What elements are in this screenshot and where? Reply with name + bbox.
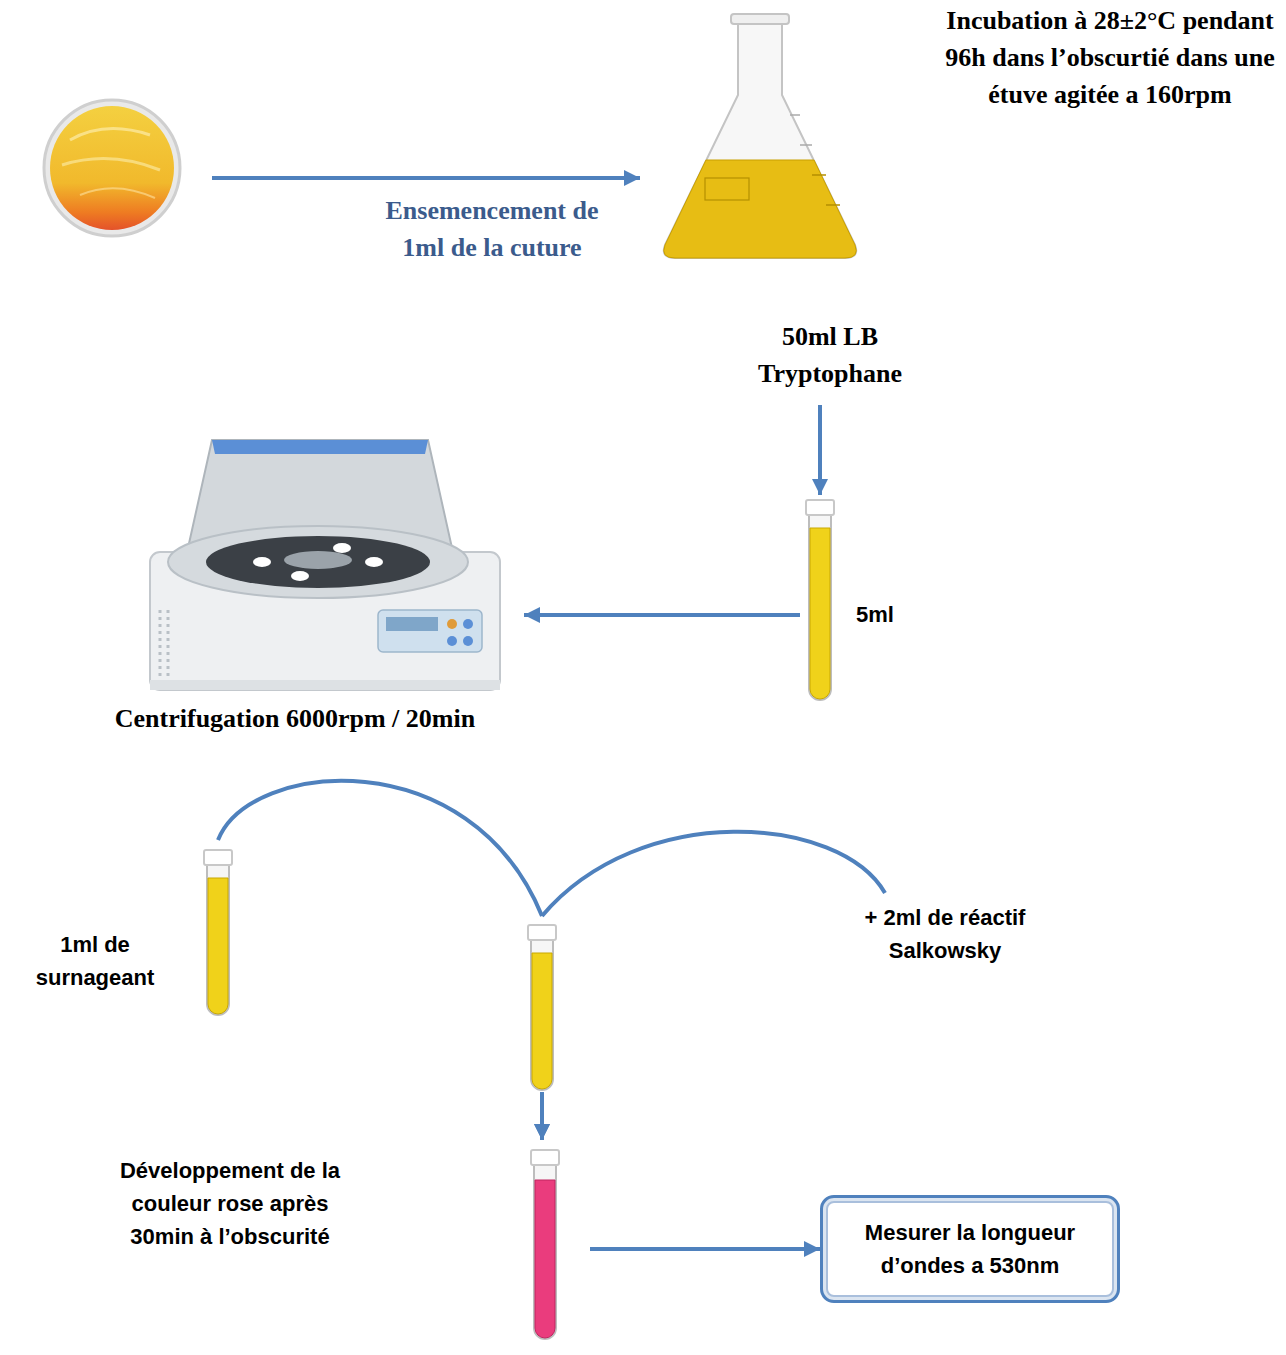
erlenmeyer-flask-part bbox=[790, 114, 800, 116]
test-tube-pink-part bbox=[534, 1164, 556, 1339]
test-tube-supernatant-part bbox=[208, 878, 228, 1014]
reagent-step: + 2ml de réactif Salkowsky bbox=[830, 893, 1064, 983]
centrifuge-part bbox=[386, 617, 438, 631]
test-tube-supernatant bbox=[204, 850, 232, 1015]
measure-label: Mesurer la longueur d’ondes a 530nm bbox=[845, 1216, 1095, 1282]
centrifuge-part bbox=[333, 543, 351, 553]
centrifuge-part bbox=[463, 619, 473, 629]
centrifuge-part bbox=[168, 526, 468, 598]
tube-step: 5ml bbox=[800, 495, 922, 705]
centrifuge-part bbox=[284, 551, 352, 569]
medium-label: 50ml LB Tryptophane bbox=[740, 318, 920, 392]
test-tube-mix bbox=[528, 925, 556, 1090]
erlenmeyer-flask-part bbox=[826, 204, 840, 206]
supernatant-label: 1ml de surnageant bbox=[20, 928, 170, 994]
test-tube-pink bbox=[531, 1150, 559, 1339]
volume-label: 5ml bbox=[856, 598, 918, 631]
flow-arrow bbox=[590, 1247, 820, 1251]
test-tube-pink-part bbox=[535, 1180, 555, 1338]
measure-box: Mesurer la longueur d’ondes a 530nm bbox=[820, 1195, 1120, 1303]
flow-arrow bbox=[524, 613, 800, 617]
test-tube-5ml-part bbox=[810, 528, 830, 699]
centrifuge-part bbox=[253, 557, 271, 567]
petri-dish-part bbox=[44, 100, 180, 236]
centrifuge-part bbox=[150, 680, 500, 690]
centrifuge-part bbox=[378, 610, 482, 652]
centrifuge-part bbox=[206, 536, 430, 588]
erlenmeyer-flask-part bbox=[812, 174, 826, 176]
erlenmeyer-flask-part bbox=[800, 144, 812, 146]
erlenmeyer-flask-part bbox=[731, 14, 789, 24]
test-tube-mix-part bbox=[532, 953, 552, 1089]
erlenmeyer-flask bbox=[664, 14, 857, 258]
flow-arrow bbox=[818, 405, 822, 495]
erlenmeyer-flask-part bbox=[705, 178, 749, 200]
centrifuge-step: Centrifugation 6000rpm / 20min bbox=[70, 425, 524, 745]
erlenmeyer-flask-part bbox=[664, 22, 857, 258]
petri-dish-part bbox=[80, 188, 155, 198]
centrifuge-part bbox=[291, 571, 309, 581]
reagent-label: + 2ml de réactif Salkowsky bbox=[830, 901, 1060, 967]
centrifuge bbox=[150, 440, 500, 690]
test-tube-pink-part bbox=[531, 1150, 559, 1165]
centrifuge-part bbox=[167, 610, 170, 680]
centrifuge-part bbox=[365, 557, 383, 567]
petri-dish-part bbox=[62, 159, 160, 170]
centrifuge-part bbox=[447, 619, 457, 629]
centrifuge-label: Centrifugation 6000rpm / 20min bbox=[70, 700, 520, 737]
petri-dish bbox=[44, 100, 180, 236]
petri-dish-part bbox=[50, 106, 174, 230]
centrifuge-part bbox=[212, 440, 428, 454]
color-label: Développement de la couleur rose après 3… bbox=[100, 1154, 360, 1253]
flask-step: Incubation à 28±2°C pendant 96h dans l’o… bbox=[640, 0, 1286, 405]
test-tube-5ml-part bbox=[806, 500, 834, 515]
test-tube-5ml bbox=[806, 500, 834, 700]
incubation-note: Incubation à 28±2°C pendant 96h dans l’o… bbox=[940, 2, 1280, 113]
test-tube-mix-part bbox=[531, 939, 553, 1090]
centrifuge-part bbox=[463, 636, 473, 646]
supernatant-step: 1ml de surnageant bbox=[20, 840, 250, 1020]
petri-dish-part bbox=[70, 129, 150, 140]
inoculation-arrow bbox=[212, 176, 640, 180]
color-step: Développement de la couleur rose après 3… bbox=[100, 1140, 590, 1350]
test-tube-supernatant-part bbox=[204, 850, 232, 865]
inoculation-label: Ensemencement de 1ml de la cuture bbox=[362, 192, 622, 266]
flow-arrow bbox=[542, 832, 885, 1140]
test-tube-5ml-part bbox=[809, 514, 831, 700]
test-tube-mix-part bbox=[528, 925, 556, 940]
erlenmeyer-flask-part bbox=[664, 160, 857, 258]
centrifuge-part bbox=[159, 610, 162, 680]
flow-arrow bbox=[218, 781, 542, 1140]
centrifuge-part bbox=[447, 636, 457, 646]
test-tube-supernatant-part bbox=[207, 864, 229, 1015]
